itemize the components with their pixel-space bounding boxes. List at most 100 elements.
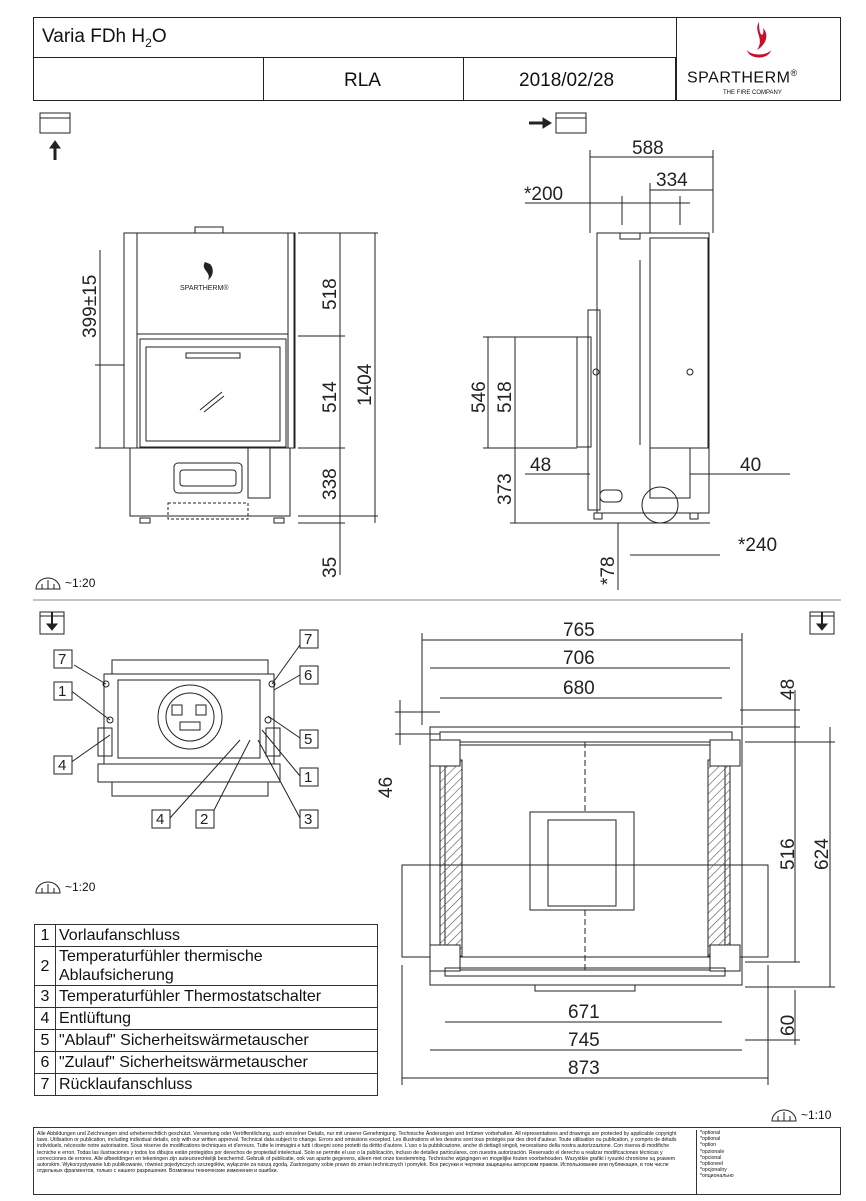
dim-side-48: 48 <box>530 455 551 476</box>
dim-front-35: 35 <box>320 557 341 578</box>
dim-plan-745: 745 <box>568 1030 600 1051</box>
legend-num: 2 <box>34 946 56 986</box>
dim-front-514: 514 <box>320 381 341 413</box>
callout-4-bottom: 4 <box>156 811 164 828</box>
footer-disclaimer-block: Alle Abbildungen und Zeichnungen sind ur… <box>33 1127 841 1195</box>
dim-plan-60: 60 <box>778 1015 799 1036</box>
plan-view <box>401 726 769 992</box>
view-symbol-top-right-icon <box>809 611 835 635</box>
callout-4-left: 4 <box>58 757 66 774</box>
dim-side-518: 518 <box>495 381 516 413</box>
ruler-icon <box>35 881 61 894</box>
legend-text: "Zulauf" Sicherheitswärmetauscher <box>55 1051 378 1074</box>
legend-num: 5 <box>34 1029 56 1052</box>
dim-plan-765: 765 <box>563 620 595 641</box>
dim-side-588: 588 <box>632 138 664 159</box>
callout-6-right: 6 <box>304 667 312 684</box>
title-block: Varia FDh H2O RLA 2018/02/28 SPARTHERM® … <box>33 17 841 101</box>
scale-marker-2: ~1:20 <box>34 880 95 894</box>
front-dimensions <box>95 232 378 575</box>
scale-label-1: ~1:20 <box>65 576 96 590</box>
ruler-icon <box>771 1109 797 1122</box>
callout-1-left: 1 <box>58 683 66 700</box>
legend-text: Entlüftung <box>55 1007 378 1030</box>
option-note: *opzionale <box>700 1148 725 1155</box>
side-view <box>576 232 710 524</box>
option-note: *option <box>700 1142 717 1149</box>
legend-text: Temperaturfühler thermische Ablaufsicher… <box>55 946 378 986</box>
empty-cell <box>34 58 264 101</box>
date-label: 2018/02/28 <box>519 70 615 91</box>
view-symbol-side-icon <box>529 112 587 134</box>
brand-tagline: THE FIRE COMPANY <box>723 90 782 96</box>
option-note: *opcjonalny <box>700 1167 727 1174</box>
brand-block: SPARTHERM® THE FIRE COMPANY <box>676 18 841 101</box>
legend-num: 6 <box>34 1051 56 1074</box>
dim-front-399: 399±15 <box>80 275 101 338</box>
legend-num: 7 <box>34 1073 56 1096</box>
rear-callout-leaders <box>69 644 301 819</box>
legend-num: 1 <box>34 924 56 947</box>
dim-front-338: 338 <box>320 468 341 500</box>
legend-text: Rücklaufanschluss <box>55 1073 378 1096</box>
date-cell: 2018/02/28 <box>464 58 676 101</box>
view-symbol-top-left-icon <box>39 611 65 635</box>
dim-plan-46: 46 <box>376 777 397 798</box>
scale-marker-1: ~1:20 <box>34 576 95 590</box>
scale-marker-3: ~1:10 <box>770 1108 831 1122</box>
flame-logo-icon <box>747 22 771 58</box>
option-note: *опционально <box>700 1173 734 1180</box>
callout-2-bottom: 2 <box>200 811 208 828</box>
option-notes: *optional *optional *option *opzionale *… <box>696 1130 840 1194</box>
dim-side-40: 40 <box>740 455 761 476</box>
dim-plan-516: 516 <box>778 838 799 870</box>
option-note: *optional <box>700 1136 721 1143</box>
dim-front-1404: 1404 <box>355 363 376 406</box>
callout-5-right: 5 <box>304 731 312 748</box>
option-note: *optional <box>700 1130 721 1136</box>
disclaimer-text: Alle Abbildungen und Zeichnungen sind ur… <box>37 1131 677 1175</box>
legend-row: 6"Zulauf" Sicherheitswärmetauscher <box>34 1051 378 1074</box>
dim-side-240: *240 <box>738 535 777 556</box>
front-logo-text: SPARTHERM® <box>180 284 229 292</box>
model-name: Varia FDh H2O <box>42 26 167 50</box>
legend-num: 3 <box>34 985 56 1008</box>
variant-cell: RLA <box>264 58 464 101</box>
legend-num: 4 <box>34 1007 56 1030</box>
dim-plan-873: 873 <box>568 1058 600 1079</box>
callout-7-left: 7 <box>58 651 66 668</box>
brand-name: SPARTHERM® <box>687 68 798 87</box>
dim-plan-671: 671 <box>568 1002 600 1023</box>
callout-7-right: 7 <box>304 631 312 648</box>
dim-plan-48: 48 <box>778 679 799 700</box>
callout-boxes: 7 1 4 6 5 1 3 4 2 7 <box>53 629 319 829</box>
ruler-icon <box>35 577 61 590</box>
plan-dimensions <box>395 633 835 1085</box>
scale-label-2: ~1:20 <box>65 880 96 894</box>
dim-plan-680: 680 <box>563 678 595 699</box>
view-symbol-front-icon <box>39 112 71 160</box>
title-row: Varia FDh H2O <box>34 18 676 58</box>
scale-label-3: ~1:10 <box>801 1108 832 1122</box>
option-note: *optioneel <box>700 1161 724 1168</box>
front-view: SPARTHERM® <box>123 226 296 524</box>
legend-text: Vorlaufanschluss <box>55 924 378 947</box>
dim-front-518: 518 <box>320 278 341 310</box>
callout-1-right: 1 <box>304 769 312 786</box>
dim-side-546: 546 <box>469 381 490 413</box>
legend-text: "Ablauf" Sicherheitswärmetauscher <box>55 1029 378 1052</box>
side-dimensions <box>483 150 790 590</box>
dim-side-334: 334 <box>656 170 688 191</box>
legend-text: Temperaturfühler Thermostatschalter <box>55 985 378 1008</box>
rear-view <box>97 659 281 797</box>
dim-side-373: 373 <box>495 473 516 505</box>
dim-plan-706: 706 <box>563 648 595 669</box>
dim-plan-624: 624 <box>812 838 833 870</box>
dim-side-78: *78 <box>598 556 619 585</box>
variant-label: RLA <box>344 70 381 91</box>
